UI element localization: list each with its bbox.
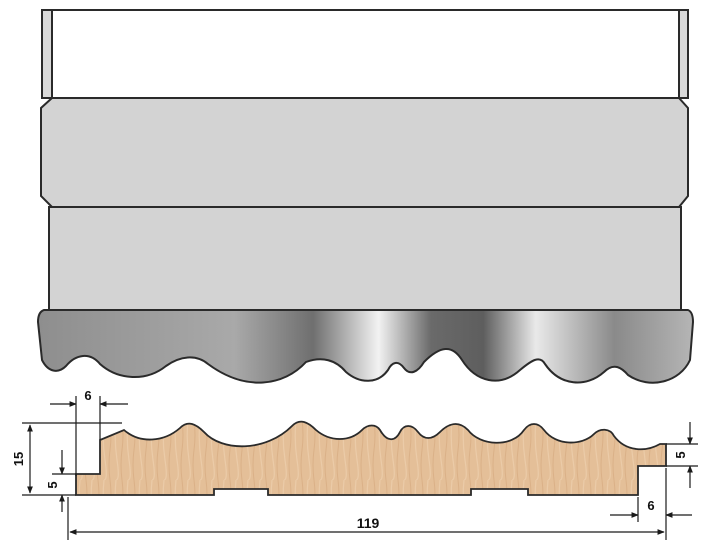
wood-profile [75,420,667,496]
dim-label-right-step-width: 6 [647,498,654,513]
tool-lower-band [48,206,682,311]
dimension-labels: 6 15 5 5 6 119 [11,388,688,531]
tool-upper-band [40,97,689,208]
dim-label-left-step-width: 6 [84,388,91,403]
dim-label-profile-height: 15 [11,452,26,466]
dim-label-left-step-height: 5 [45,481,60,488]
tool-left-flange-top [41,9,53,99]
dimension-annotations [22,396,698,540]
dim-label-total-width: 119 [357,515,380,531]
cutter-tool [36,9,695,384]
tool-right-flange-top [678,9,689,99]
tool-top-section [51,9,680,99]
wood-molding-section [75,420,667,496]
dim-label-right-step-height: 5 [673,451,688,458]
cutter-knife-edge [36,309,695,384]
